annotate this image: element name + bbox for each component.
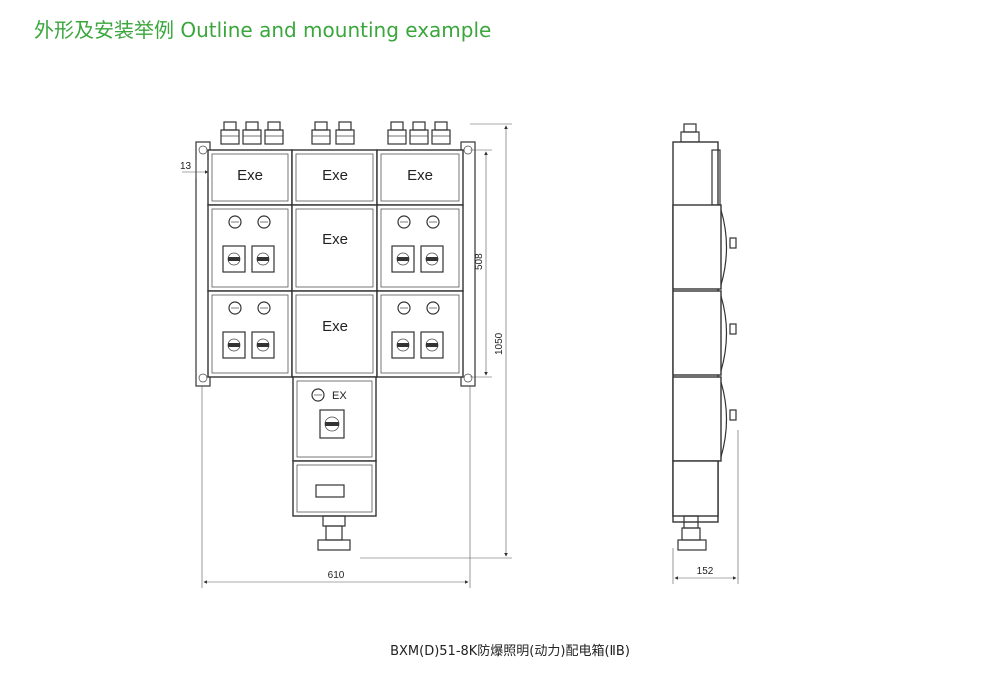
lower-right-enclosure (376, 290, 464, 378)
switch-panel-lower-left (222, 301, 275, 359)
switch-panel-middle-right (391, 215, 444, 273)
middle-center-enclosure (291, 204, 378, 292)
switch-panel-middle-left (222, 215, 275, 273)
exe-label-middle-center: Exe (322, 231, 348, 248)
dim-upper-height: 508 (474, 253, 485, 270)
middle-right-enclosure (376, 204, 464, 292)
lower-left-enclosure (207, 290, 293, 378)
dim-width: 610 (328, 570, 345, 581)
front-view: Exe Exe Exe Exe Exe EX 13 508 1050 610 (180, 121, 512, 588)
page-title: 外形及安装举例 Outline and mounting example (34, 18, 492, 42)
exe-label-top-center: Exe (322, 167, 348, 184)
terminal-enclosure (292, 460, 377, 517)
dim-flange: 13 (180, 161, 192, 172)
switch-panel-lower-right (391, 301, 444, 359)
middle-left-enclosure (207, 204, 293, 292)
figure-caption: BXM(D)51-8K防爆照明(动力)配电箱(ⅡB) (390, 644, 630, 659)
exe-label-lower-center: Exe (322, 318, 348, 335)
side-view: 152 (672, 123, 739, 584)
main-switch-enclosure (292, 376, 377, 462)
ex-label: EX (332, 390, 347, 402)
bottom-cable-gland (317, 515, 351, 551)
dim-depth: 152 (697, 566, 714, 577)
exe-label-top-left: Exe (237, 167, 263, 184)
top-cable-glands (220, 121, 451, 145)
exe-label-top-right: Exe (407, 167, 433, 184)
dim-total-height: 1050 (494, 332, 505, 355)
